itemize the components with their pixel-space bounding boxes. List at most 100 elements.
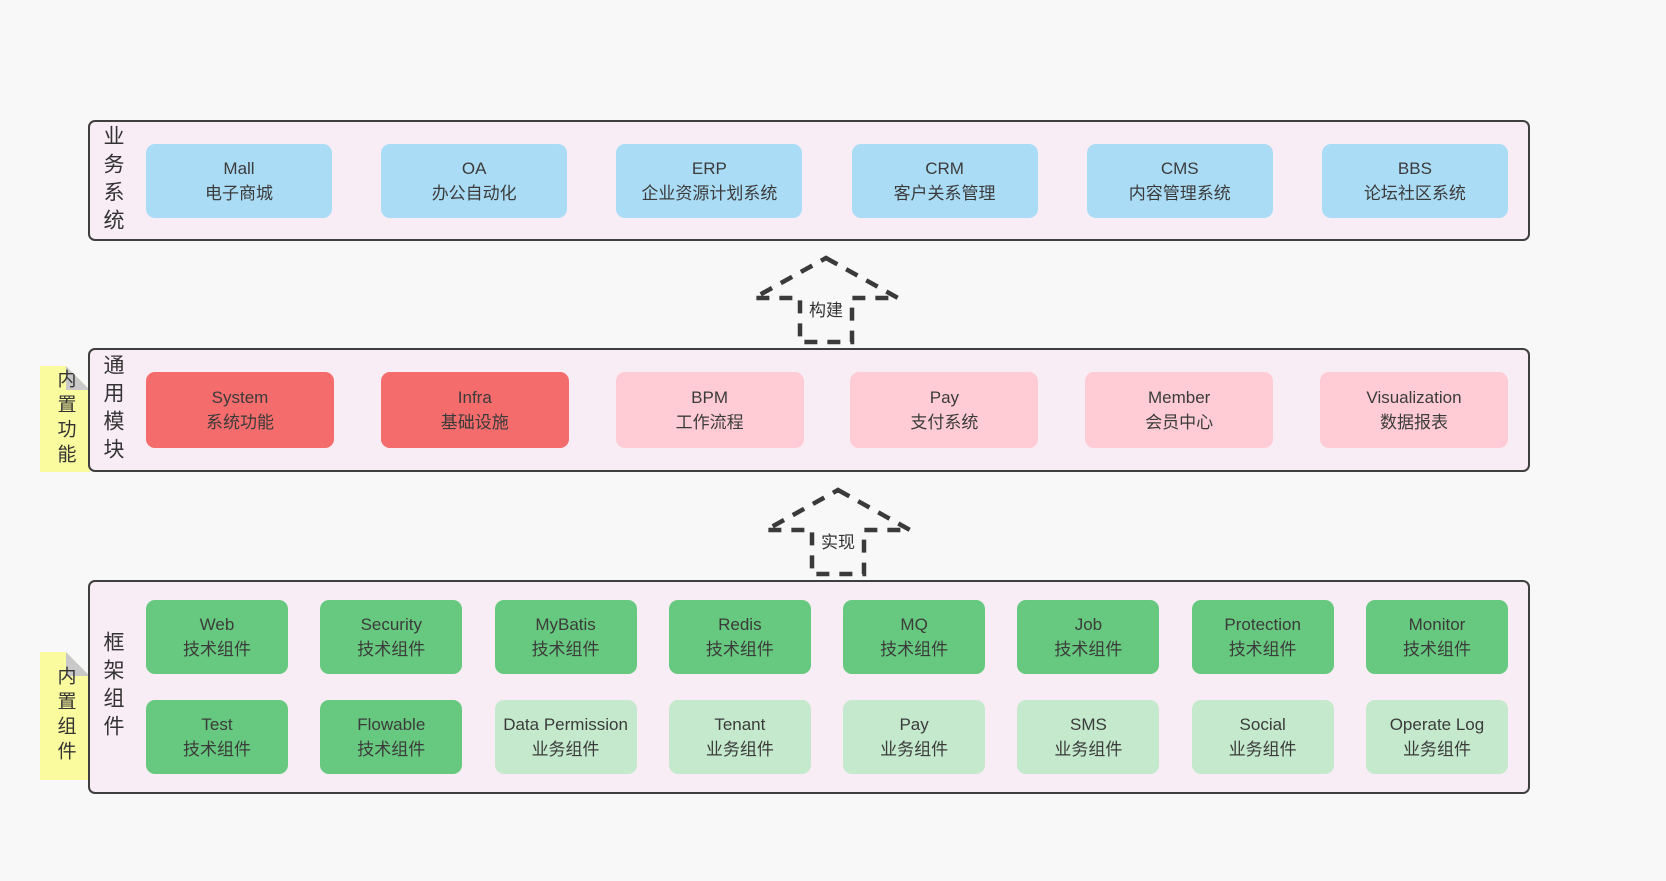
box-mall: Mall 电子商城 [146,143,332,218]
box-desc: 技术组件 [1402,640,1471,659]
box-name: Social [1239,715,1286,734]
box-name: CRM [925,158,964,178]
box-name: System [211,388,269,407]
up-arrow-icon [758,487,918,577]
box-infra: Infra 基础设施 [380,372,569,448]
box-desc: 业务组件 [531,740,600,759]
box-desc: 基础设施 [440,413,509,432]
box-name: ERP [691,158,727,178]
box-operate-log: Operate Log 业务组件 [1365,700,1508,774]
box-test: Test 技术组件 [146,700,288,774]
box-data-permission: Data Permission 业务组件 [494,700,637,774]
box-grid: System 系统功能 Infra 基础设施 BPM 工作流程 Pay 支付系统… [146,350,1508,470]
box-name: Test [201,715,233,734]
box-name: BPM [691,388,729,407]
box-desc: 业务组件 [880,740,949,759]
box-desc: 技术组件 [1228,640,1297,659]
box-desc: 技术组件 [183,740,251,759]
box-name: Operate Log [1389,715,1485,734]
box-name: Member [1148,388,1211,407]
box-bbs: BBS 论坛社区系统 [1321,143,1508,218]
box-desc: 业务组件 [705,740,774,759]
arrow-implement: 实现 [758,486,918,578]
box-mybatis: MyBatis 技术组件 [494,600,637,674]
box-protection: Protection 技术组件 [1191,600,1334,674]
box-desc: 系统功能 [206,413,274,432]
box-visualization: Visualization 数据报表 [1319,372,1508,448]
box-redis: Redis 技术组件 [668,600,811,674]
box-erp: ERP 企业资源计划系统 [616,143,803,218]
arrow-label: 构建 [804,294,848,323]
box-desc: 工作流程 [675,413,744,432]
box-member: Member 会员中心 [1085,372,1274,448]
sticky-note-builtin-components: 内置组件 [40,652,90,780]
sticky-note-label: 内置组件 [54,666,76,766]
box-system: System 系统功能 [146,372,334,448]
box-grid: Web 技术组件 Security 技术组件 MyBatis 技术组件 Redi… [146,582,1508,792]
box-desc: 技术组件 [183,640,251,659]
box-name: Infra [457,388,492,407]
box-web: Web 技术组件 [146,600,288,674]
box-bpm: BPM 工作流程 [615,372,804,448]
box-name: Data Permission [503,715,628,734]
section-label: 业务系统 [101,124,124,237]
box-name: Tenant [714,715,766,734]
box-name: Security [360,615,422,634]
box-name: CMS [1160,158,1199,178]
box-row: Web 技术组件 Security 技术组件 MyBatis 技术组件 Redi… [146,600,1508,674]
box-name: MyBatis [535,615,596,634]
box-desc: 会员中心 [1145,413,1214,432]
box-desc: 技术组件 [357,640,426,659]
box-name: Monitor [1408,615,1466,634]
box-tenant: Tenant 业务组件 [668,700,811,774]
section-label: 通用模块 [101,354,124,466]
box-desc: 技术组件 [531,640,600,659]
box-security: Security 技术组件 [320,600,463,674]
box-name: Redis [718,615,762,634]
box-row: System 系统功能 Infra 基础设施 BPM 工作流程 Pay 支付系统… [146,372,1508,448]
section-common-modules: 通用模块 System 系统功能 Infra 基础设施 BPM 工作流程 Pay… [88,348,1530,472]
box-desc: 技术组件 [357,740,426,759]
box-name: SMS [1069,715,1107,734]
box-mq: MQ 技术组件 [843,600,986,674]
box-desc: 支付系统 [910,413,979,432]
box-desc: 电子商城 [205,183,273,203]
box-desc: 客户关系管理 [893,183,996,203]
box-desc: 论坛社区系统 [1363,183,1466,203]
box-desc: 内容管理系统 [1128,183,1231,203]
sticky-note-builtin-features: 内置功能 [40,366,90,472]
box-desc: 业务组件 [1228,740,1297,759]
box-name: Mall [223,158,255,178]
box-name: OA [461,158,487,178]
section-business-systems: 业务系统 Mall 电子商城 OA 办公自动化 ERP 企业资源计划系统 CRM… [88,120,1530,241]
sticky-note-label: 内置功能 [54,369,76,469]
box-desc: 企业资源计划系统 [641,183,778,203]
arrow-build: 构建 [746,254,906,346]
box-name: Pay [929,388,960,407]
section-label: 框架组件 [101,631,124,743]
box-pay: Pay 支付系统 [850,372,1039,448]
box-name: Pay [899,715,929,734]
box-desc: 业务组件 [1402,740,1471,759]
box-monitor: Monitor 技术组件 [1365,600,1508,674]
box-name: Job [1074,615,1103,634]
box-crm: CRM 客户关系管理 [851,143,1038,218]
box-name: BBS [1397,158,1432,178]
box-sms: SMS 业务组件 [1017,700,1160,774]
box-name: Protection [1224,615,1301,634]
box-name: Flowable [357,715,426,734]
box-name: MQ [900,615,928,634]
arrow-label: 实现 [816,526,860,555]
box-name: Web [199,615,235,634]
box-row: Mall 电子商城 OA 办公自动化 ERP 企业资源计划系统 CRM 客户关系… [146,143,1508,218]
box-desc: 技术组件 [1054,640,1123,659]
box-desc: 办公自动化 [431,183,517,203]
box-row: Test 技术组件 Flowable 技术组件 Data Permission … [146,700,1508,774]
box-desc: 技术组件 [880,640,949,659]
box-desc: 业务组件 [1054,740,1123,759]
section-framework-components: 框架组件 Web 技术组件 Security 技术组件 MyBatis 技术组件… [88,580,1530,794]
box-flowable: Flowable 技术组件 [320,700,463,774]
box-desc: 数据报表 [1379,413,1448,432]
up-arrow-icon [746,255,906,345]
box-name: Visualization [1366,388,1462,407]
